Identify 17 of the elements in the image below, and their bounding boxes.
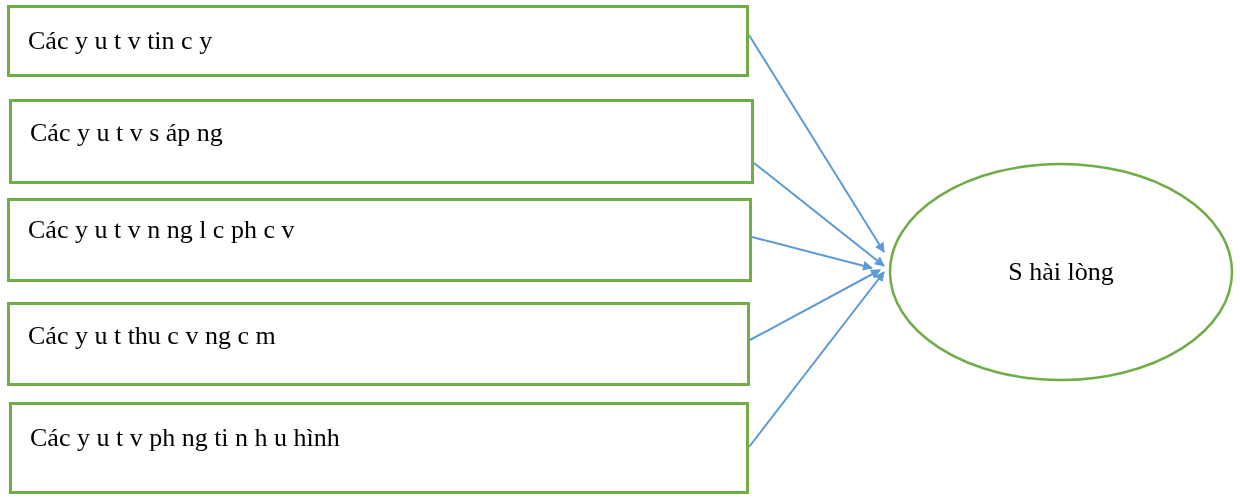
factor-box: [7, 302, 750, 386]
arrow: [751, 236, 873, 271]
factor-label: Các y u t v tin c y: [28, 26, 213, 56]
factor-box: [7, 5, 749, 77]
factor-label: Các y u t v n ng l c ph c v: [28, 215, 295, 245]
factor-label: Các y u t thu c v ng c m: [28, 321, 276, 351]
arrow: [748, 271, 885, 448]
outcome-label: S hài lòng: [1008, 257, 1114, 287]
factor-box: [9, 99, 754, 184]
factor-box: [7, 198, 752, 282]
factor-label: Các y u t v s áp ng: [30, 118, 223, 148]
arrow: [749, 269, 881, 341]
arrow: [753, 162, 885, 267]
arrow: [748, 34, 885, 253]
outcome-ellipse: [888, 162, 1234, 382]
factor-box: [9, 402, 749, 494]
factor-label: Các y u t v ph ng ti n h u hình: [30, 423, 340, 453]
